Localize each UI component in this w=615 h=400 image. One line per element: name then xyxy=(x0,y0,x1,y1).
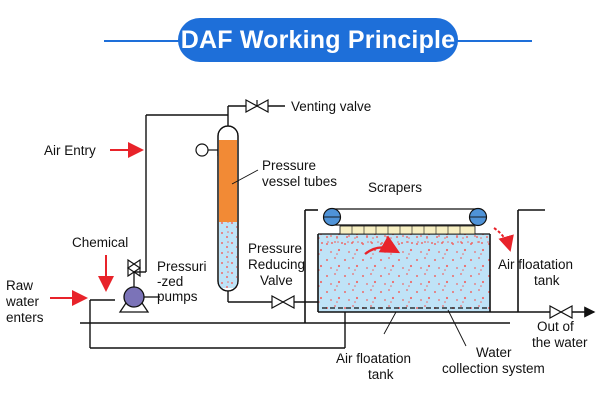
leader-lines xyxy=(231,169,467,347)
label-water-collection-1: Water xyxy=(476,345,512,360)
label-out-water-2: the water xyxy=(532,335,588,350)
label-pressurized-3: pumps xyxy=(157,289,198,304)
label-prv-3: Valve xyxy=(260,273,293,288)
scraper-belt xyxy=(332,208,478,235)
label-raw-water-1: Raw xyxy=(6,278,33,293)
pressure-vessel xyxy=(217,125,239,292)
venting-line xyxy=(227,105,285,115)
label-flotation-tank-right-2: tank xyxy=(534,273,560,288)
label-raw-water-2: water xyxy=(5,294,40,309)
label-pressurized-2: -zed xyxy=(157,274,183,289)
outlet-valve-icon xyxy=(549,304,573,320)
label-pressure-vessel-2: vessel tubes xyxy=(262,174,337,189)
pressurized-pump xyxy=(118,272,160,313)
title-rule-right xyxy=(456,40,532,42)
label-out-water-1: Out of xyxy=(537,319,574,334)
label-flotation-tank-bottom-1: Air floatation xyxy=(336,351,411,366)
pressure-reducing-valve-icon xyxy=(271,294,295,310)
label-prv-1: Pressure xyxy=(248,241,302,256)
vessel-outlet-pipe xyxy=(227,291,318,303)
label-raw-water-3: enters xyxy=(6,310,44,325)
label-pressure-vessel-1: Pressure xyxy=(262,158,316,173)
venting-valve-icon xyxy=(245,98,269,114)
label-flotation-tank-bottom-2: tank xyxy=(368,367,394,382)
scraper-sprocket-left-icon xyxy=(322,207,342,227)
flotation-tank xyxy=(304,209,545,323)
label-water-collection-2: collection system xyxy=(442,361,545,376)
title-rule-left xyxy=(104,40,180,42)
label-chemical: Chemical xyxy=(72,235,128,250)
label-prv-2: Reducing xyxy=(248,257,305,272)
title-banner: DAF Working Principle xyxy=(0,18,615,62)
label-air-entry: Air Entry xyxy=(44,143,96,158)
label-scrapers: Scrapers xyxy=(368,180,422,195)
pressure-gauge-icon xyxy=(195,143,219,157)
label-venting-valve: Venting valve xyxy=(291,99,371,114)
label-flotation-tank-right-1: Air floatation xyxy=(498,257,573,272)
air-line xyxy=(134,114,229,273)
sludge-flow-arrow xyxy=(493,227,514,252)
tank-flow-arrow xyxy=(364,235,401,255)
scraper-sprocket-right-icon xyxy=(468,207,488,227)
page-title: DAF Working Principle xyxy=(178,18,458,62)
label-pressurized-1: Pressuri xyxy=(157,259,207,274)
